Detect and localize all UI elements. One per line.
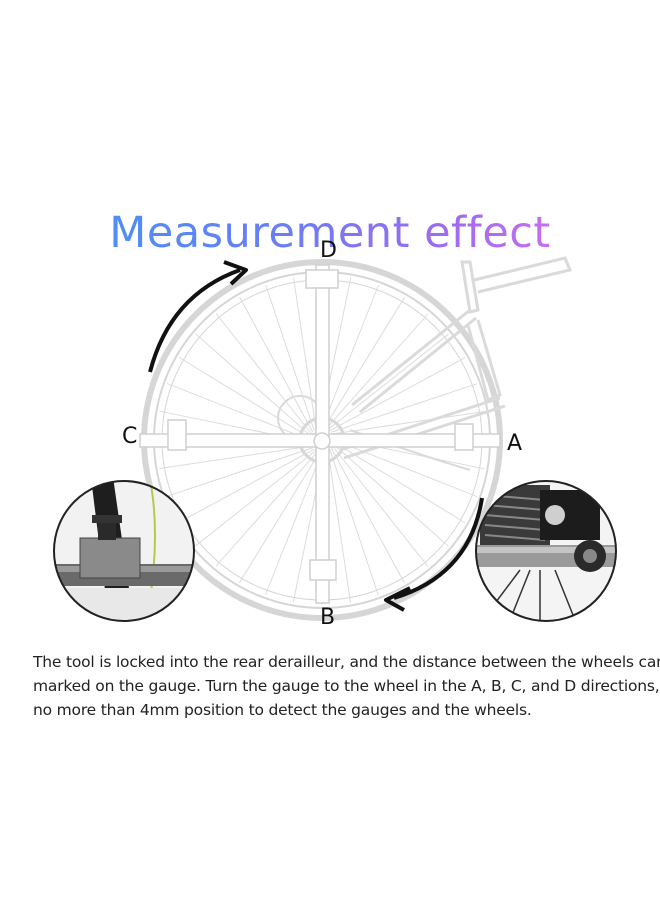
description-text: The tool is locked into the rear deraill… (33, 650, 660, 722)
wheel-spoke (215, 313, 312, 435)
wheel-spoke (178, 448, 315, 523)
wheel-spoke (325, 313, 429, 430)
gauge-tool (139, 264, 501, 604)
wheel-spoke (321, 284, 380, 429)
wheel-spoke (166, 382, 311, 441)
wheel-spoke (332, 411, 485, 435)
wheel-spoke (327, 333, 449, 430)
rotate-arrow-bottom-icon (393, 497, 484, 600)
rotate-arrow-top-icon (148, 268, 241, 373)
wheel-spoke (215, 450, 319, 567)
wheel-spoke (332, 443, 449, 547)
direction-label-a: A (507, 431, 523, 456)
rotate-arrow-bottom-head (384, 586, 411, 612)
wheel-spoke (329, 357, 466, 432)
wheel-spoke (332, 445, 429, 567)
direction-label-d: D (320, 238, 337, 263)
wheel-spoke (195, 333, 312, 437)
wheel-spoke (293, 277, 317, 430)
wheel-spoke (333, 439, 478, 498)
wheel-spoke (195, 450, 317, 547)
caption-line-1: The tool is locked into the rear deraill… (33, 653, 660, 671)
wheel-spoke (331, 383, 478, 433)
page-title: Measurement effect (109, 207, 551, 258)
wheel-spoke (178, 356, 311, 439)
detail-photo-right (475, 480, 617, 622)
wheel-spoke (238, 451, 321, 584)
wheel-spoke (239, 296, 314, 433)
wheel-spoke (330, 447, 405, 584)
wheel-spoke (265, 284, 315, 431)
wheel-spoke (159, 445, 312, 469)
wheel-spoke (264, 451, 323, 596)
direction-label-b: B (320, 605, 336, 630)
detail-photo-left (53, 480, 195, 622)
wheel-spoke (327, 450, 351, 603)
caption-line-2: marked on the gauge. Turn the gauge to t… (33, 677, 660, 695)
rotate-arrow-top-head (223, 260, 248, 286)
caption-line-3: no more than 4mm position to detect the … (33, 701, 532, 719)
wheel-spoke (329, 449, 379, 596)
wheel-spoke (323, 296, 406, 429)
wheel-spoke (166, 447, 313, 497)
direction-label-c: C (122, 424, 138, 449)
